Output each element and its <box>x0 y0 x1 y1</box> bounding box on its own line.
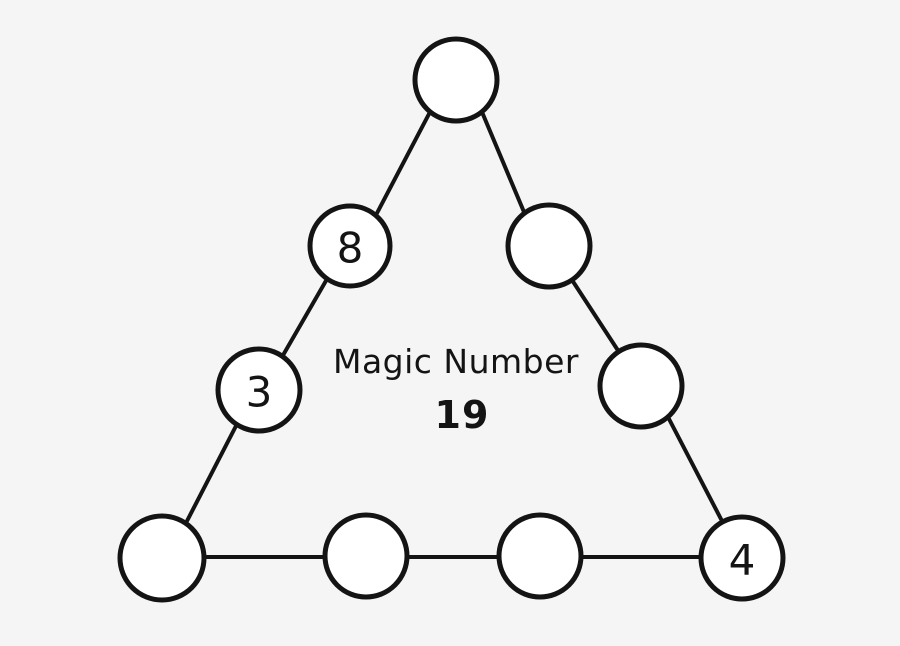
triangle-edges <box>185 110 724 559</box>
node-circle-apex[interactable] <box>412 36 500 124</box>
node-circle-bottom-mid-2[interactable] <box>496 512 584 600</box>
triangle-edge-right-lower-to-bottom-right <box>666 415 724 523</box>
node-circle-bottom-mid-1[interactable] <box>322 512 410 600</box>
node-right-lower[interactable] <box>597 342 685 430</box>
triangle-edge-apex-to-left-upper <box>374 110 432 217</box>
node-circle-bottom-right[interactable] <box>698 514 786 602</box>
node-left-lower[interactable]: 3 <box>215 346 303 434</box>
triangle-edge-apex-to-right-upper <box>480 110 526 214</box>
node-bottom-right[interactable]: 4 <box>698 514 786 602</box>
triangle-edge-left-lower-to-bottom-left <box>185 422 239 523</box>
node-bottom-left[interactable] <box>117 513 207 603</box>
node-circle-bottom-left[interactable] <box>117 513 207 603</box>
node-circle-left-lower[interactable] <box>215 346 303 434</box>
node-right-upper[interactable] <box>505 202 593 290</box>
node-left-upper[interactable]: 8 <box>307 203 393 289</box>
triangle-edge-right-upper-to-right-lower <box>570 278 621 354</box>
node-circle-right-upper[interactable] <box>505 202 593 290</box>
magic-number-value: 19 <box>435 393 490 437</box>
node-apex[interactable] <box>412 36 500 124</box>
node-circle-left-upper[interactable] <box>307 203 393 289</box>
node-bottom-mid-2[interactable] <box>496 512 584 600</box>
magic-number-title: Magic Number <box>333 342 579 381</box>
node-circle-right-lower[interactable] <box>597 342 685 430</box>
node-bottom-mid-1[interactable] <box>322 512 410 600</box>
triangle-edge-left-upper-to-left-lower <box>280 277 329 359</box>
node-label-left-lower: 3 <box>246 368 273 417</box>
node-label-bottom-right: 4 <box>729 536 756 585</box>
triangle-nodes: 8 3 4 <box>117 36 786 603</box>
node-label-left-upper: 8 <box>337 224 364 273</box>
